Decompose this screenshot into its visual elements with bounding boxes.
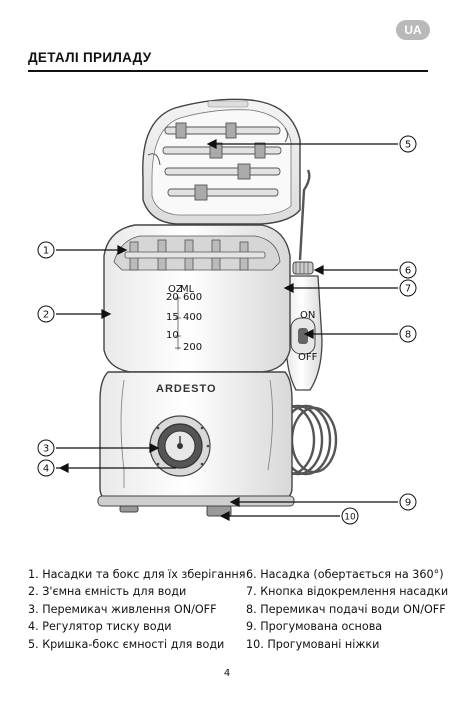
scale-unit-oz: OZ (168, 284, 183, 295)
callout-9: 9 (405, 498, 411, 509)
callout-2: 2 (43, 310, 49, 321)
handle-on-label: ON (300, 310, 315, 321)
language-badge: UA (396, 20, 430, 40)
callout-3: 3 (43, 444, 49, 455)
callout-10: 10 (344, 513, 356, 523)
legend-item: 4. Регулятор тиску води (28, 620, 172, 634)
page-title: ДЕТАЛІ ПРИЛАДУ (28, 50, 152, 65)
lid-box (142, 98, 301, 225)
callout-8: 8 (405, 330, 411, 341)
device-illustration: ON OFF OZ ML 20 1 (37, 98, 417, 525)
title-underline (28, 70, 428, 72)
scale-oz-15: 15 (166, 312, 179, 323)
legend-item: 10. Прогумовані ніжки (246, 637, 380, 651)
callout-4: 4 (43, 464, 49, 475)
page-number: 4 (223, 668, 231, 679)
legend-item: 6. Насадка (обертається на 360°) (246, 568, 444, 581)
scale-oz-20: 20 (166, 292, 179, 303)
scale-ml-400: 400 (183, 312, 202, 323)
legend-item: 7. Кнопка відокремлення насадки (246, 585, 449, 599)
scale-ml-200: 200 (183, 342, 202, 353)
brand-logo: ARDESTO (156, 383, 217, 395)
legend-item: 5. Кришка-бокс ємності для води (28, 637, 225, 651)
parts-legend-left: 1. Насадки та бокс для їх зберігання 2. … (28, 566, 245, 653)
handle-off-label: OFF (298, 352, 318, 363)
scale-unit-ml: ML (180, 284, 195, 295)
legend-item: 1. Насадки та бокс для їх зберігання (28, 568, 246, 581)
legend-item: 9. Прогумована основа (246, 620, 383, 634)
callout-1: 1 (43, 246, 49, 257)
main-body: ARDESTO (97, 371, 295, 517)
parts-legend-right: 6. Насадка (обертається на 360°) 7. Кноп… (246, 566, 448, 653)
callout-7: 7 (405, 284, 411, 295)
scale-oz-10: 10 (166, 330, 179, 341)
scale-ml-600: 600 (183, 292, 202, 303)
callout-5: 5 (405, 140, 411, 151)
legend-item: 3. Перемикач живлення ON/OFF (28, 602, 217, 616)
callout-6: 6 (405, 266, 411, 277)
legend-item: 2. З'ємна ємність для води (28, 585, 187, 599)
water-reservoir: OZ ML 20 15 10 600 400 200 (103, 224, 291, 373)
legend-item: 8. Перемикач подачі води ON/OFF (246, 602, 446, 616)
